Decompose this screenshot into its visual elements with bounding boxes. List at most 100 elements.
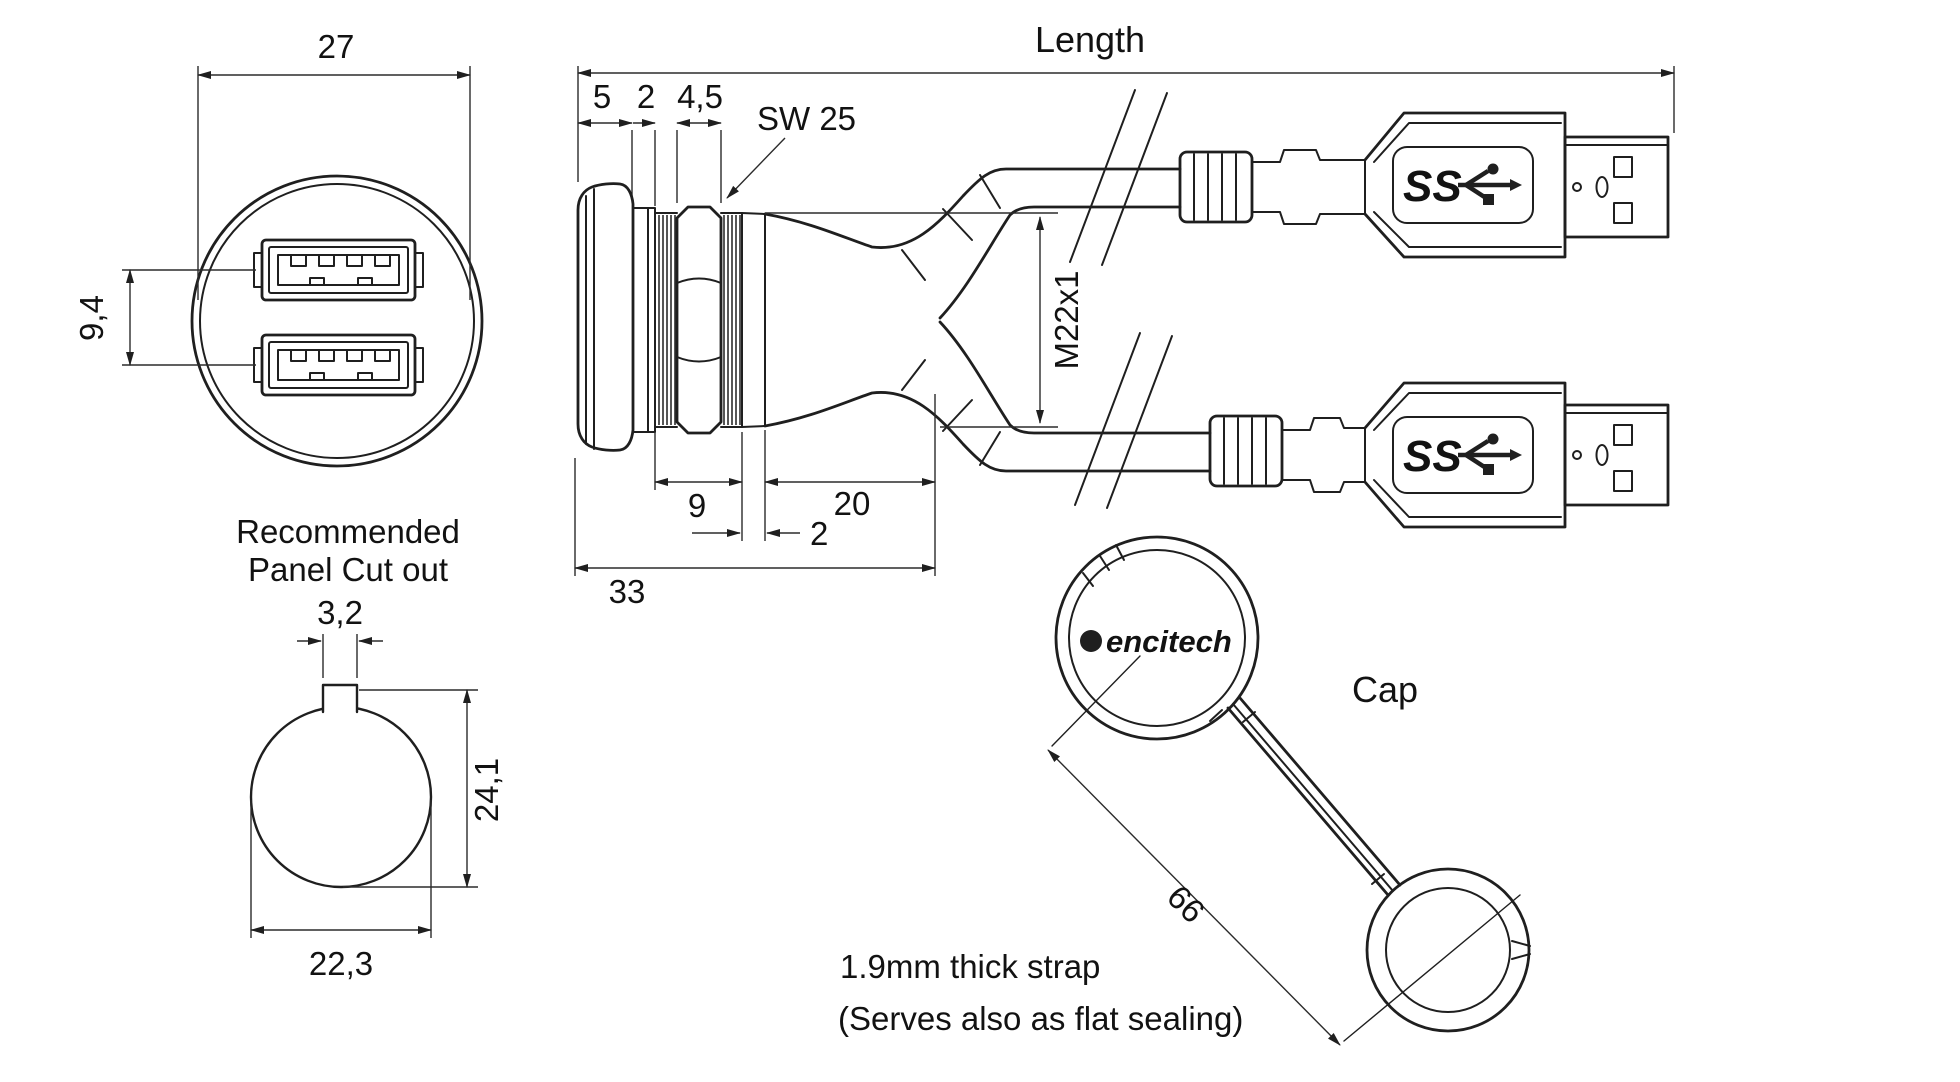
- side-view-drawing: Length 5 2 4,5 SW 25: [574, 19, 1675, 610]
- panel-cutout-title-line2: Panel Cut out: [248, 551, 448, 588]
- side-body-bell: [741, 167, 1212, 473]
- cap-ring-hinge-nicks: [1082, 544, 1223, 722]
- usb-notch: [357, 277, 373, 286]
- usb-contact: [346, 349, 363, 362]
- shell-hole-square: [1613, 424, 1633, 446]
- dim-9-4-label: 9,4: [73, 295, 110, 341]
- dim-2-groove-label: 2: [810, 515, 828, 552]
- usb-contact: [290, 349, 307, 362]
- front-view-drawing: 27 9,4: [73, 28, 484, 468]
- cutout-circle: [249, 705, 433, 889]
- bell-top-into-upper-cable: [763, 167, 1182, 249]
- dim-9-label: 9: [688, 487, 706, 524]
- bell-bottom-into-lower-cable: [763, 391, 1212, 473]
- usb-port-lower: [253, 333, 424, 397]
- dim-cutout-diameter: 22,3: [250, 800, 432, 982]
- dim-27-label: 27: [318, 28, 355, 65]
- usb-trident-icon: [1458, 163, 1522, 205]
- usb-port-ear-right: [414, 252, 424, 288]
- dim-2-label: 2: [637, 78, 655, 115]
- cable-flex-marks: [901, 174, 1001, 466]
- thread-hatch-left: [658, 215, 676, 425]
- cap-ring-small: [1365, 867, 1531, 1033]
- usb-contact: [318, 254, 335, 267]
- encitech-dot-icon: [1080, 630, 1102, 652]
- shell-hole-round: [1572, 182, 1582, 192]
- side-hex-nut: [675, 205, 723, 435]
- usb-contact: [374, 349, 391, 362]
- strap-notes: 1.9mm thick strap (Serves also as flat s…: [838, 948, 1243, 1037]
- dim-33-label: 33: [609, 573, 646, 610]
- note-line2: (Serves also as flat sealing): [838, 1000, 1243, 1037]
- strain-relief-upper: [1178, 150, 1254, 224]
- dim-front-diameter: 27: [197, 28, 471, 300]
- usb-contact: [290, 254, 307, 267]
- plug-body-lower: SS: [1363, 381, 1567, 529]
- dim-chain-bottom: 9 20 2 33: [574, 394, 936, 610]
- cable-break-marks-upper: [1069, 89, 1168, 266]
- cable-break-marks-lower: [1074, 332, 1173, 509]
- thread-hatch-right: [723, 215, 741, 425]
- superspeed-usb-logo-icon: SS: [1403, 432, 1522, 481]
- plug-boot-upper: [1251, 149, 1366, 225]
- shell-hole-oval: [1595, 444, 1609, 466]
- plug-body-upper: SS: [1363, 111, 1567, 259]
- side-washer: [632, 207, 656, 433]
- cap-ring-large: encitech: [1054, 535, 1260, 741]
- dim-slot-width: 3,2: [297, 594, 383, 678]
- plug-boot-lower: [1281, 417, 1366, 493]
- dim-66-label: 66: [1160, 878, 1212, 930]
- usb-notch: [309, 372, 325, 381]
- side-flange: [576, 182, 635, 452]
- usb-tongue: [277, 254, 400, 286]
- cap-drawing: encitech 66 Cap: [1047, 535, 1531, 1046]
- ss-logo-text-upper: SS: [1403, 162, 1462, 211]
- upper-cable-bottom-edge: [938, 205, 1182, 320]
- plug-label-frame-lower: [1392, 416, 1534, 494]
- cap-strap: [1226, 696, 1402, 897]
- dim-strap-length: 66: [1047, 655, 1521, 1046]
- usb-notch: [309, 277, 325, 286]
- usb-notch: [357, 372, 373, 381]
- usb-trident-icon: [1458, 433, 1522, 475]
- dim-24-1-label: 24,1: [468, 758, 505, 822]
- usb-contact: [318, 349, 335, 362]
- front-bezel-inner-circle: [199, 183, 475, 459]
- usb-contact: [374, 254, 391, 267]
- usb-tongue: [277, 349, 400, 381]
- panel-cutout-drawing: Recommended Panel Cut out 3,2 24,1 22,3: [236, 513, 505, 982]
- plug-metal-shell-upper: [1563, 135, 1670, 239]
- shell-hole-square: [1613, 156, 1633, 178]
- dim-port-pitch: 9,4: [73, 269, 256, 366]
- cutout-keyway-notch: [321, 683, 359, 714]
- usb-contact: [346, 254, 363, 267]
- usb-plug-lower: SS: [1208, 381, 1670, 529]
- dim-22-3-label: 22,3: [309, 945, 373, 982]
- dim-chain-front: 5 2 4,5: [577, 78, 723, 206]
- label-wrench-size: SW 25: [726, 100, 856, 199]
- side-thread: [654, 212, 743, 428]
- sw25-label: SW 25: [757, 100, 856, 137]
- dim-3-2-label: 3,2: [317, 594, 363, 631]
- dim-thread-spec: M22x1: [765, 212, 1085, 428]
- plug-metal-shell-lower: [1563, 403, 1670, 507]
- note-line1: 1.9mm thick strap: [840, 948, 1100, 985]
- ss-logo-text-lower: SS: [1403, 432, 1462, 481]
- strain-relief-lower: [1208, 414, 1284, 488]
- shell-hole-square: [1613, 470, 1633, 492]
- cap-label: Cap: [1352, 669, 1418, 710]
- shell-hole-square: [1613, 202, 1633, 224]
- usb-plug-upper: SS: [1178, 111, 1670, 259]
- usb-port-ear-right: [414, 347, 424, 383]
- lower-cable-top-edge: [938, 320, 1212, 435]
- encitech-logo: encitech: [1080, 624, 1232, 659]
- dim-20-label: 20: [834, 485, 871, 522]
- front-bezel-outer-circle: [190, 174, 484, 468]
- plug-label-frame-upper: [1392, 146, 1534, 224]
- dim-4-5-label: 4,5: [677, 78, 723, 115]
- encitech-logo-text: encitech: [1106, 624, 1232, 659]
- superspeed-usb-logo-icon: SS: [1403, 162, 1522, 211]
- dim-5-label: 5: [593, 78, 611, 115]
